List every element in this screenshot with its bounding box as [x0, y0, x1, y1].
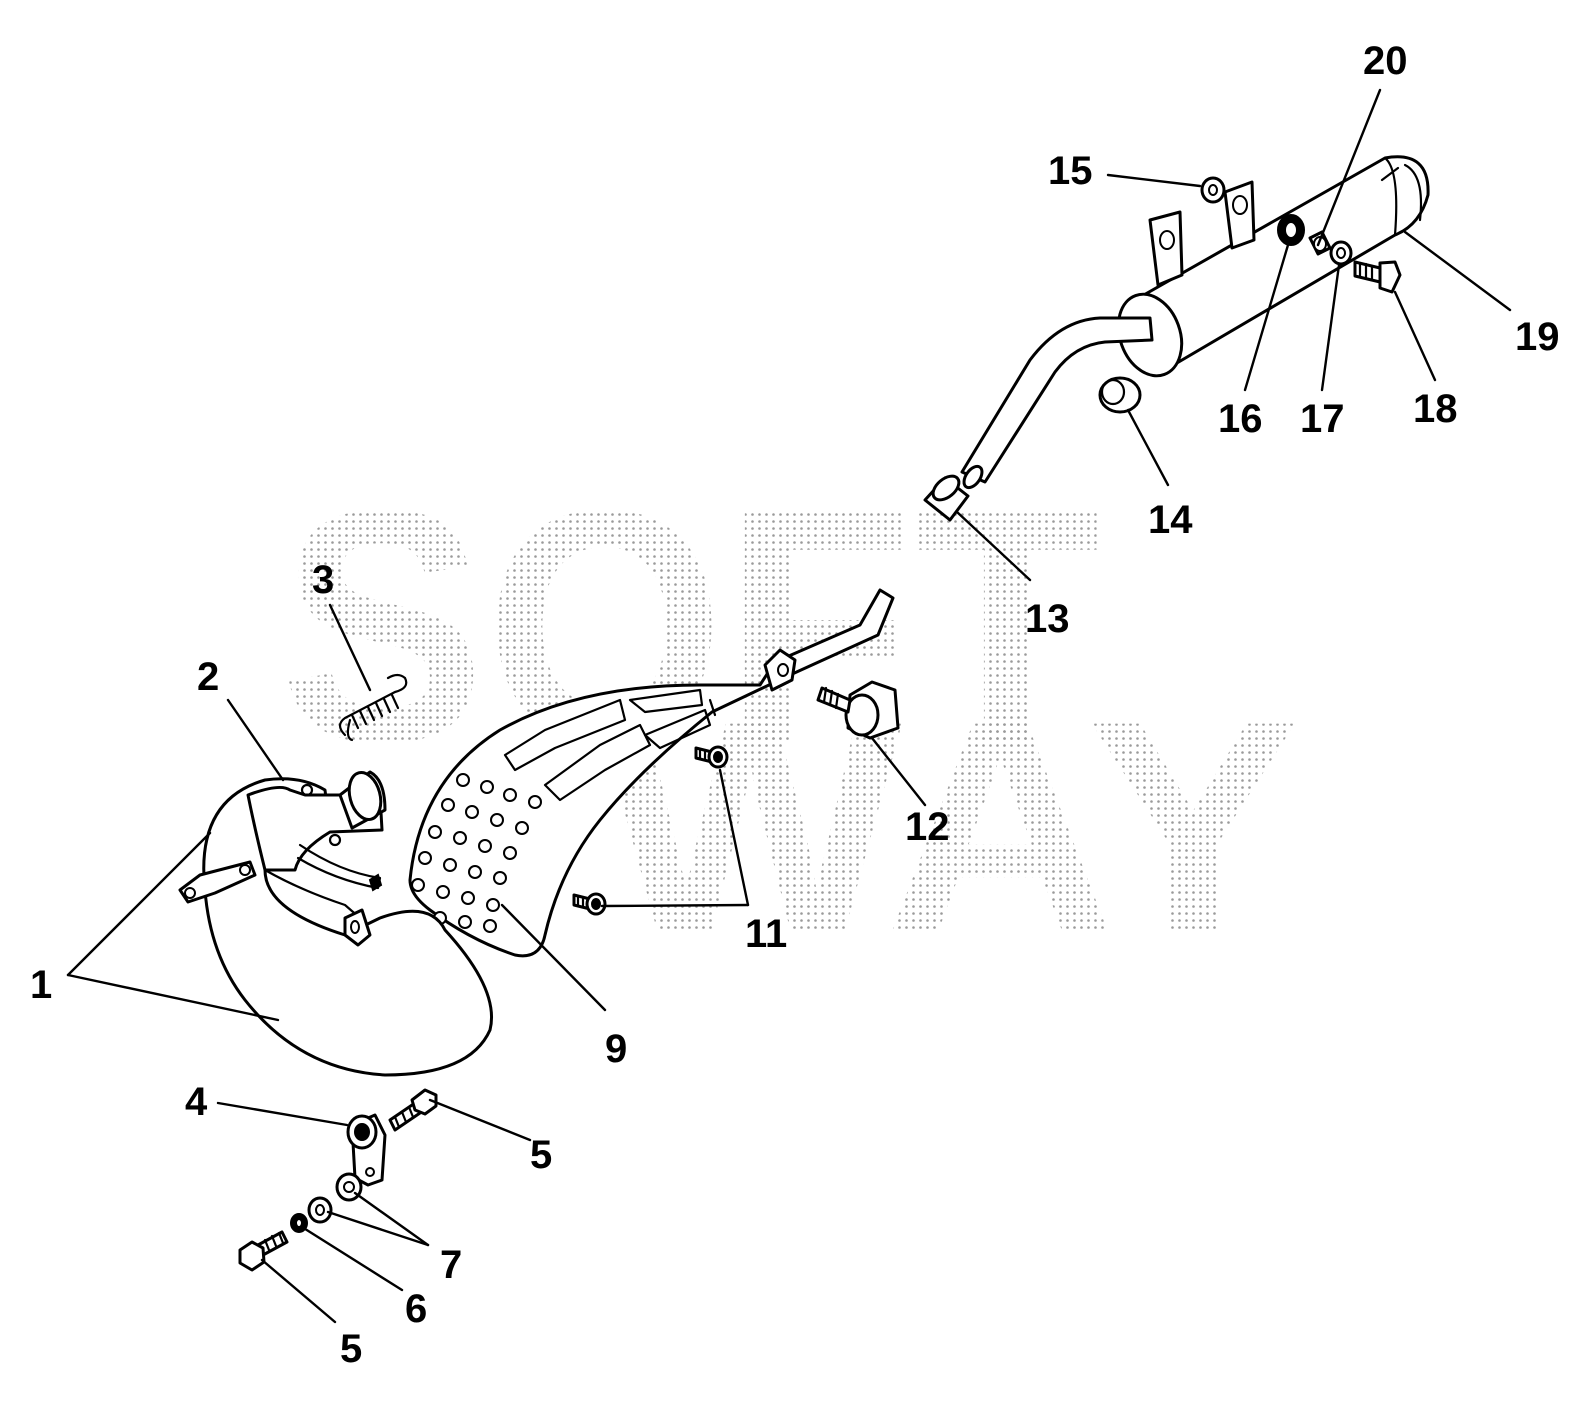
callout-3: 3 — [312, 558, 334, 602]
leader-12 — [870, 736, 927, 807]
heat-guard-vent-holes — [411, 773, 542, 933]
leader-3 — [328, 603, 372, 692]
callout-16: 16 — [1218, 397, 1263, 441]
leader-15 — [1106, 173, 1202, 188]
silencer-bracket-front — [1223, 180, 1256, 250]
leader-11a — [718, 768, 750, 907]
leader-11b — [600, 903, 750, 908]
grommet — [1098, 376, 1142, 414]
heat-guard — [408, 588, 895, 958]
watermark-line2: WAY — [600, 658, 1300, 994]
leader-19 — [1403, 230, 1512, 312]
callout-15: 15 — [1048, 149, 1093, 193]
callout-9: 9 — [605, 1027, 627, 1071]
leader-13 — [955, 510, 1032, 582]
leader-18 — [1393, 290, 1437, 382]
callout-18: 18 — [1413, 387, 1458, 431]
leader-1a — [66, 831, 212, 977]
leader-9 — [500, 903, 607, 1012]
callout-2: 2 — [197, 655, 219, 699]
sleeve — [923, 474, 970, 522]
callout-14: 14 — [1148, 498, 1193, 542]
leader-lines — [66, 88, 1512, 1324]
bolt-lower — [238, 1230, 289, 1272]
callout-1: 1 — [30, 963, 52, 1007]
leader-20 — [1316, 88, 1382, 247]
callout-4: 4 — [185, 1080, 208, 1124]
rubber-mount — [1277, 214, 1305, 246]
bolt-upper — [388, 1088, 438, 1132]
mounting-bracket — [346, 1113, 387, 1187]
leader-14 — [1126, 408, 1170, 487]
callout-labels: 1 2 3 4 5 5 6 7 9 11 12 13 14 15 16 17 1… — [30, 39, 1560, 1371]
rubber-bumper — [816, 680, 900, 740]
callout-19: 19 — [1515, 315, 1560, 359]
exhaust-spring — [338, 673, 408, 742]
callout-13: 13 — [1025, 597, 1070, 641]
leader-4 — [216, 1101, 349, 1127]
callout-17: 17 — [1300, 397, 1345, 441]
expansion-chamber — [178, 770, 493, 1077]
callout-11: 11 — [745, 912, 787, 956]
leader-5b — [260, 1258, 337, 1324]
leader-16 — [1243, 243, 1290, 392]
leader-2 — [226, 698, 285, 782]
callout-12: 12 — [905, 805, 950, 849]
leader-17 — [1320, 263, 1341, 392]
heat-guard-screw-lower — [572, 892, 607, 916]
leader-7a — [326, 1210, 430, 1247]
callout-5b: 5 — [340, 1327, 362, 1371]
callout-5a: 5 — [530, 1133, 552, 1177]
chamber-flange — [178, 860, 257, 904]
heat-guard-screw-upper — [694, 745, 729, 769]
silencer-inlet-pipe — [960, 316, 1154, 490]
leader-6 — [300, 1225, 404, 1292]
leader-5a — [428, 1098, 532, 1142]
callout-7: 7 — [440, 1243, 462, 1287]
silencer-bolt — [1353, 260, 1402, 294]
leader-7b — [353, 1191, 430, 1247]
callout-6: 6 — [405, 1287, 427, 1331]
leader-1b — [66, 973, 280, 1022]
callout-20: 20 — [1363, 39, 1408, 83]
